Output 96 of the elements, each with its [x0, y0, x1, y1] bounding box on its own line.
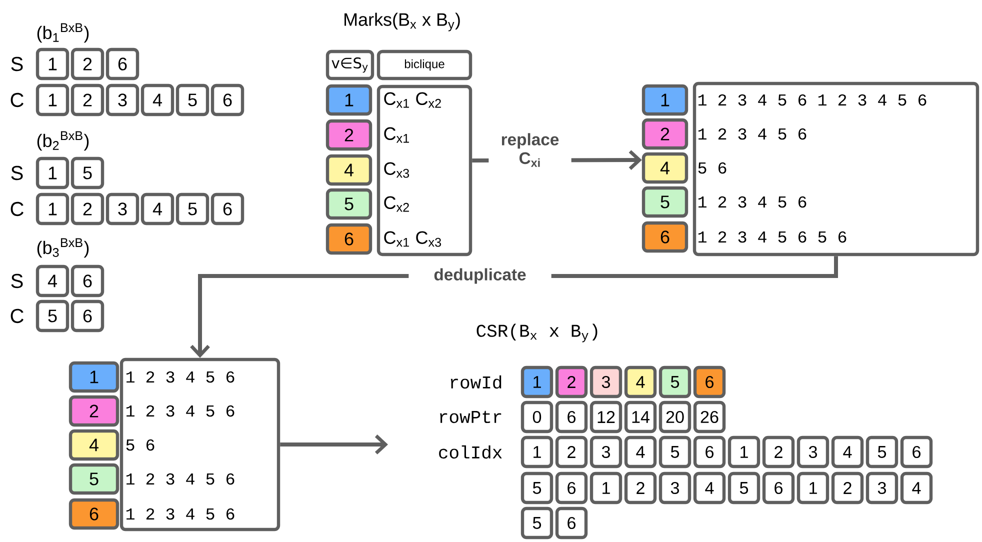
table-title: CSR(B$_{x}$ x B$_{y}$) [476, 324, 598, 342]
row-id-cell: 1 [520, 366, 554, 398]
array-cell: 3 [866, 472, 898, 504]
row-id-cell: 4 [326, 154, 372, 186]
row-label: S [11, 166, 23, 180]
row-id-cell: 1 [68, 361, 120, 393]
edge-label: replace C$_{xi}$ [488, 132, 572, 168]
row-id-cell: 6 [642, 221, 688, 253]
row-id-cell: 6 [693, 366, 726, 398]
array-cell: 1 [520, 436, 554, 468]
array-cell: 5 [176, 192, 210, 226]
arrow [280, 434, 388, 454]
array-cell: 0 [520, 400, 554, 434]
array-cell: 1 [796, 472, 830, 504]
array-cell: 6 [693, 436, 726, 468]
array-cell: 6 [106, 48, 140, 80]
array-cell: 6 [210, 192, 244, 226]
header-cell: biclique [376, 50, 472, 80]
list-box: C$_{x1}$ C$_{x2}$ C$_{x1}$ C$_{x3}$ C$_{x2}$ C$_{x1}$ C$_{x3}$ [376, 84, 472, 256]
array-cell: 4 [831, 436, 864, 468]
list-box: 1 2 3 4 5 6 1 2 3 4 5 6 1 2 3 4 5 6 5 6 1 2 3 4 5 6 1 2 3 4 5 6 5 6 [692, 82, 980, 256]
row-label: rowPtr [440, 410, 502, 424]
block-label: (b$_{1}$$^{BxB}$) [37, 23, 89, 43]
row-id-cell: 1 [326, 84, 372, 116]
row-id-cell: 4 [68, 429, 120, 461]
row-id-cell: 6 [68, 498, 120, 530]
header-cell: v∈S$_{y}$ [326, 50, 374, 80]
row-id-cell: 5 [68, 463, 120, 495]
array-cell: 2 [70, 48, 104, 80]
row-label: S [11, 274, 23, 288]
array-cell: 3 [658, 472, 692, 504]
array-cell: 6 [762, 472, 795, 504]
array-cell: 6 [555, 400, 588, 434]
array-cell: 26 [693, 400, 726, 434]
array-cell: 6 [70, 300, 104, 332]
array-cell: 4 [36, 264, 70, 298]
array-cell: 1 [36, 48, 70, 80]
array-cell: 6 [555, 472, 588, 504]
array-cell: 3 [590, 436, 622, 468]
row-label: C [10, 202, 24, 216]
edge-label: deduplicate [408, 266, 552, 286]
row-label: S [11, 56, 23, 72]
row-id-cell: 6 [326, 223, 372, 255]
row-label: C [10, 308, 24, 324]
array-cell: 5 [176, 84, 210, 116]
row-id-cell: 5 [326, 188, 372, 220]
array-cell: 1 [36, 156, 70, 190]
array-cell: 5 [70, 156, 104, 190]
array-cell: 4 [140, 192, 174, 226]
row-id-cell: 2 [642, 118, 688, 150]
row-label: C [10, 92, 24, 108]
array-cell: 6 [210, 84, 244, 116]
array-cell: 2 [831, 472, 864, 504]
array-cell: 2 [762, 436, 795, 468]
array-cell: 6 [555, 506, 588, 540]
row-id-cell: 1 [642, 84, 688, 116]
array-cell: 20 [658, 400, 692, 434]
array-cell: 4 [624, 436, 657, 468]
row-id-cell: 5 [642, 186, 688, 218]
row-id-cell: 2 [555, 366, 588, 398]
array-cell: 4 [693, 472, 726, 504]
array-cell: 3 [106, 192, 140, 226]
array-cell: 5 [728, 472, 760, 504]
array-cell: 5 [36, 300, 70, 332]
array-cell: 2 [70, 84, 104, 116]
array-cell: 1 [728, 436, 760, 468]
row-id-cell: 3 [590, 366, 622, 398]
array-cell: 2 [555, 436, 588, 468]
array-cell: 2 [70, 192, 104, 226]
array-cell: 5 [520, 472, 554, 504]
row-id-cell: 5 [658, 366, 692, 398]
array-cell: 2 [624, 472, 657, 504]
table-title: Marks(B$_{x}$ x B$_{y}$) [344, 12, 460, 32]
array-cell: 5 [658, 436, 692, 468]
array-cell: 3 [796, 436, 830, 468]
list-box: 1 2 3 4 5 6 1 2 3 4 5 6 5 6 1 2 3 4 5 6 1 2 3 4 5 6 [120, 358, 280, 532]
row-id-cell: 2 [68, 395, 120, 427]
array-cell: 1 [590, 472, 622, 504]
row-label: colIdx [439, 445, 502, 459]
array-cell: 4 [140, 84, 174, 116]
row-id-cell: 2 [326, 119, 372, 151]
row-id-cell: 4 [624, 366, 657, 398]
array-cell: 3 [106, 84, 140, 116]
array-cell: 5 [866, 436, 898, 468]
row-label: rowId [450, 375, 502, 389]
array-cell: 1 [36, 84, 70, 116]
array-cell: 12 [590, 400, 622, 434]
array-cell: 1 [36, 192, 70, 226]
block-label: (b$_{3}$$^{BxB}$) [37, 238, 89, 258]
array-cell: 4 [900, 472, 933, 504]
row-id-cell: 4 [642, 152, 688, 184]
array-cell: 5 [520, 506, 554, 540]
array-cell: 14 [624, 400, 657, 434]
block-label: (b$_{2}$$^{BxB}$) [37, 131, 89, 151]
array-cell: 6 [70, 264, 104, 298]
array-cell: 6 [900, 436, 933, 468]
